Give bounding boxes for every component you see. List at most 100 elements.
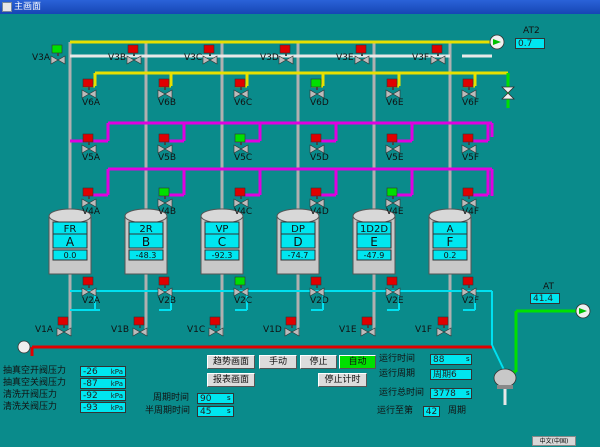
valve-v5c[interactable]	[233, 133, 249, 154]
valve-v3e[interactable]	[354, 44, 370, 65]
valve-v1e[interactable]	[360, 316, 376, 337]
valve-v3d[interactable]	[278, 44, 294, 65]
valve-v6d[interactable]	[309, 78, 325, 99]
valve-v2c[interactable]	[233, 276, 249, 297]
valve-stem	[468, 142, 470, 145]
tank-value-box	[52, 249, 88, 261]
diagram-extras	[17, 34, 591, 389]
butterfly-valve-icon[interactable]	[501, 86, 515, 100]
valve-v3a[interactable]	[50, 44, 66, 65]
valve-body-left	[126, 55, 135, 65]
valve-v1d[interactable]	[284, 316, 300, 337]
valve-body-right	[57, 55, 66, 65]
tank-value-box	[432, 249, 468, 261]
valve-v1a[interactable]	[56, 316, 72, 337]
valve-actuator	[234, 276, 246, 286]
valve-v2f[interactable]	[461, 276, 477, 297]
valve-actuator	[437, 316, 449, 326]
valve-actuator	[310, 187, 322, 197]
valve-v2d[interactable]	[309, 276, 325, 297]
valve-v4d[interactable]	[309, 187, 325, 208]
valve-v5a[interactable]	[81, 133, 97, 154]
valve-v5d[interactable]	[309, 133, 325, 154]
valve-v4c[interactable]	[233, 187, 249, 208]
valve-label-v5d: V5D	[310, 153, 329, 163]
valve-v3f[interactable]	[430, 44, 446, 65]
valve-v2e[interactable]	[385, 276, 401, 297]
tank-letter-box	[204, 233, 240, 249]
valve-label-v6a: V6A	[82, 98, 101, 108]
manual-button[interactable]: 手动	[259, 355, 297, 369]
valve-body-left	[430, 55, 439, 65]
valve-body-right	[367, 327, 376, 337]
valve-v3c[interactable]	[202, 44, 218, 65]
valve-v4b[interactable]	[157, 187, 173, 208]
valve-v2b[interactable]	[157, 276, 173, 297]
tank-value-box	[356, 249, 392, 261]
valve-stem	[88, 285, 90, 288]
process-diagram: FRA0.02RB-48.3VPC-92.3DPD-74.71D2DE-47.9…	[17, 34, 591, 405]
app-icon	[2, 2, 12, 12]
param-value: -93	[83, 403, 98, 413]
valve-body-left	[132, 327, 141, 337]
valve-v5f[interactable]	[461, 133, 477, 154]
valve-v4f[interactable]	[461, 187, 477, 208]
param-value: -26	[83, 367, 98, 377]
valve-v6b[interactable]	[157, 78, 173, 99]
valve-v1f[interactable]	[436, 316, 452, 337]
valve-v4e[interactable]	[385, 187, 401, 208]
valve-v5e[interactable]	[385, 133, 401, 154]
valve-v1b[interactable]	[132, 316, 148, 337]
valve-stem	[240, 87, 242, 90]
param-unit: kPa	[110, 368, 123, 376]
tank-tag: VP	[216, 224, 229, 235]
title-bar: 主画面	[0, 0, 600, 14]
valve-v5b[interactable]	[157, 133, 173, 154]
valve-v6c[interactable]	[233, 78, 249, 99]
valve-v1c[interactable]	[208, 316, 224, 337]
param-value: -87	[83, 379, 98, 389]
auto-button[interactable]: 自动	[339, 355, 376, 369]
report-screen-button[interactable]: 报表画面	[207, 373, 255, 387]
valve-label-v5e: V5E	[386, 153, 404, 163]
valve-stem	[240, 142, 242, 145]
valve-body-left	[202, 55, 211, 65]
tank-tag: A	[447, 224, 454, 235]
valve-v6a[interactable]	[81, 78, 97, 99]
param-input[interactable]: -26 kPa	[80, 366, 126, 377]
stop-timer-button[interactable]: 停止计时	[318, 373, 367, 387]
valve-body-left	[309, 198, 318, 208]
valve-stem	[392, 196, 394, 199]
valve-stem	[367, 325, 369, 328]
run-to-label: 运行至第	[377, 406, 414, 416]
tank-b: 2RB-48.3	[124, 208, 168, 275]
tank-letter-box	[52, 233, 88, 249]
period-input[interactable]: 90	[197, 393, 234, 404]
stop-button[interactable]: 停止	[300, 355, 337, 369]
valve-body-left	[385, 144, 394, 154]
half-period-input[interactable]: 45	[197, 406, 234, 417]
tank-tag: 1D2D	[360, 224, 388, 235]
valve-v6e[interactable]	[385, 78, 401, 99]
valve-body-left	[157, 287, 166, 297]
valve-label-v3e: V3E	[336, 53, 354, 63]
valve-stem	[468, 285, 470, 288]
valve-actuator	[285, 316, 297, 326]
valve-v6f[interactable]	[461, 78, 477, 99]
valve-v3b[interactable]	[126, 44, 142, 65]
valve-v4a[interactable]	[81, 187, 97, 208]
half-period-label: 半周期时间	[145, 406, 191, 416]
valve-label-v2a: V2A	[82, 296, 101, 306]
flow-arrow-icon-right	[575, 303, 591, 319]
valve-body-left	[309, 144, 318, 154]
trend-screen-button[interactable]: 趋势画面	[207, 355, 255, 369]
valve-body-right	[63, 327, 72, 337]
valve-actuator	[462, 187, 474, 197]
valve-body-left	[81, 144, 90, 154]
valve-body-right	[316, 144, 325, 154]
valve-v2a[interactable]	[81, 276, 97, 297]
